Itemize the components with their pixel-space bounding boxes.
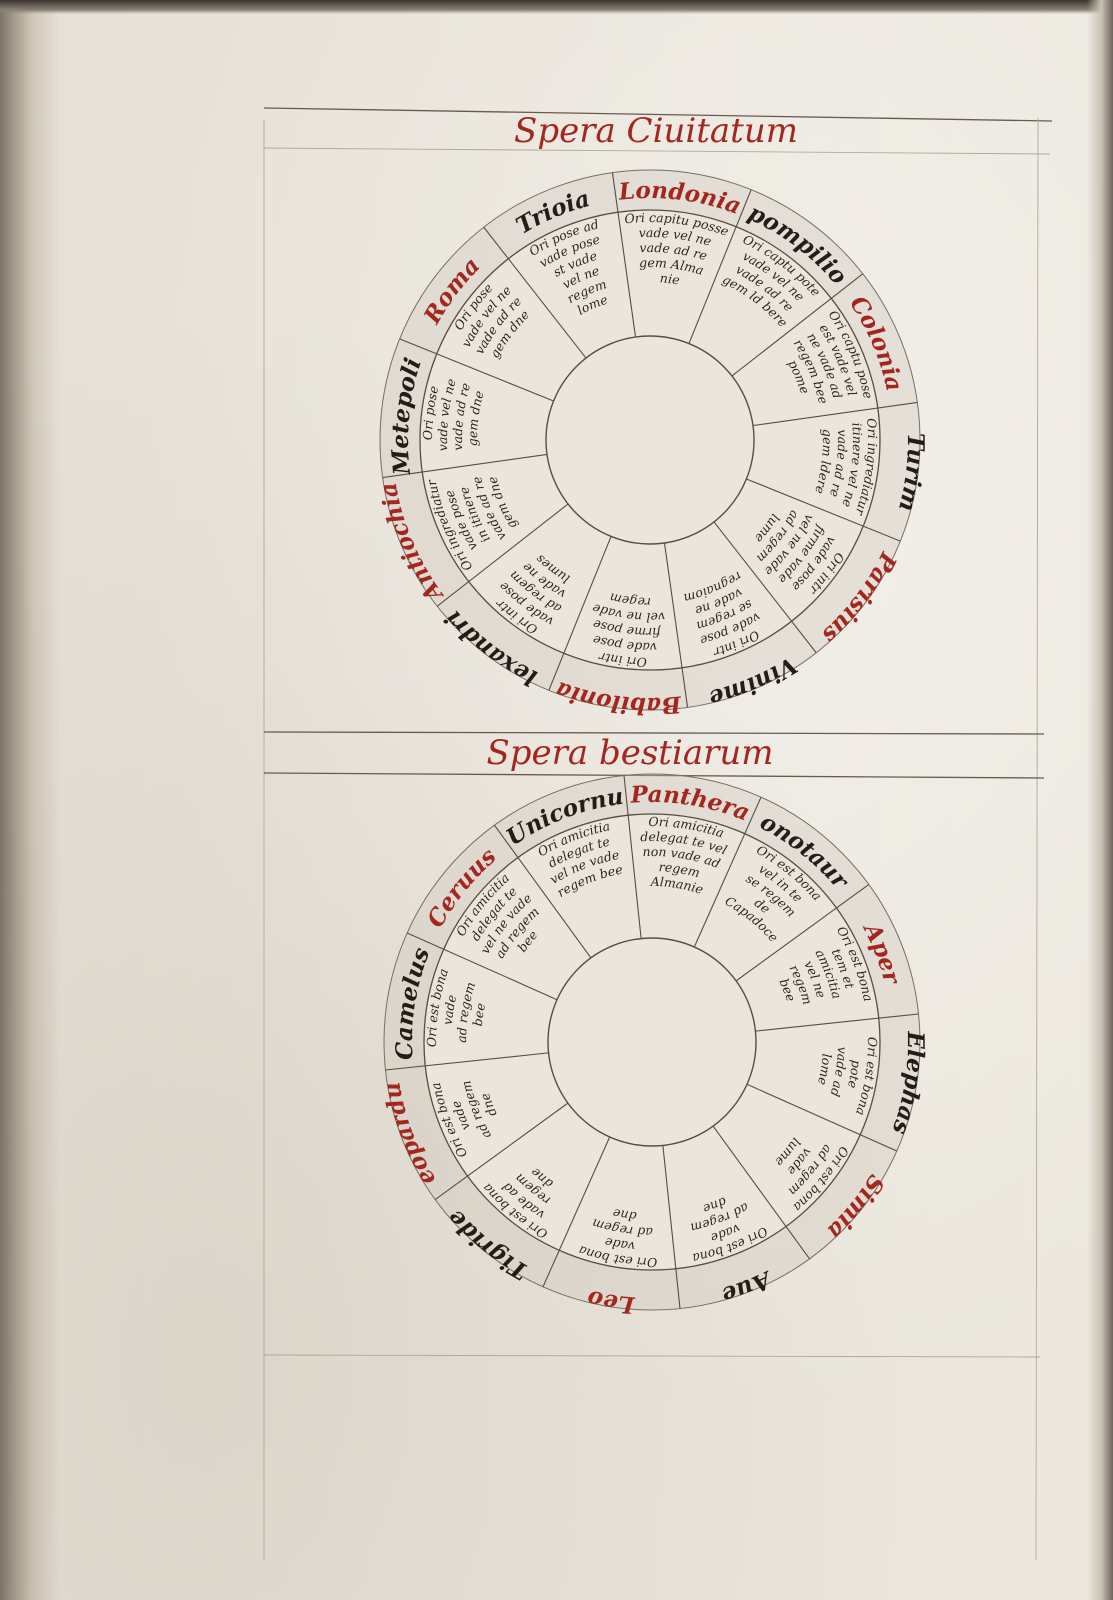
sector-divider xyxy=(662,1145,681,1309)
sector-divider xyxy=(752,401,918,427)
sector-label: Leopardus xyxy=(0,0,441,1190)
inner-circle xyxy=(547,937,757,1147)
sector-text-line: bee xyxy=(470,1002,488,1027)
sector-divider xyxy=(623,775,642,939)
sector-divider xyxy=(385,1052,549,1071)
sector-text-line: nie xyxy=(659,270,681,287)
sector-divider xyxy=(735,884,870,982)
page-top-edge xyxy=(0,0,1113,14)
sector-text-line: regem xyxy=(608,590,651,610)
sector-divider xyxy=(434,1102,569,1200)
sector-divider xyxy=(399,338,554,402)
sector-divider xyxy=(483,226,587,359)
sector-divider xyxy=(436,503,569,607)
sector-text-line: pote xyxy=(845,1059,864,1089)
sector-divider xyxy=(712,1125,810,1260)
sector-divider xyxy=(731,273,864,377)
sector-divider xyxy=(542,1136,611,1288)
sector-divider xyxy=(693,796,762,948)
sector-text-line: dne xyxy=(611,1206,637,1225)
band-ring xyxy=(419,209,881,671)
sector-divider xyxy=(548,536,612,691)
sector-text-line: lome xyxy=(815,1053,835,1086)
wheel-title: Spera bestiarum xyxy=(486,733,773,773)
sector-divider xyxy=(406,932,558,1001)
sector-divider xyxy=(494,824,592,959)
sector-divider xyxy=(688,189,752,344)
sector-text-line: vade xyxy=(603,1235,635,1255)
sector-divider xyxy=(382,453,548,479)
sector-divider xyxy=(663,542,689,708)
wheel-title: Spera Ciuitatum xyxy=(514,111,798,151)
sector-text-line: vade xyxy=(440,993,460,1025)
sector-divider xyxy=(746,478,901,542)
sector-divider xyxy=(746,1083,898,1152)
band-ring xyxy=(423,813,881,1271)
sector-label: Metepolis xyxy=(0,0,427,477)
inner-circle xyxy=(545,335,755,545)
ruling-lines xyxy=(263,107,1053,1561)
sector-divider xyxy=(713,521,817,654)
sector-divider xyxy=(755,1013,919,1032)
sector-divider xyxy=(611,172,637,338)
page-right-edge xyxy=(1087,0,1113,1600)
